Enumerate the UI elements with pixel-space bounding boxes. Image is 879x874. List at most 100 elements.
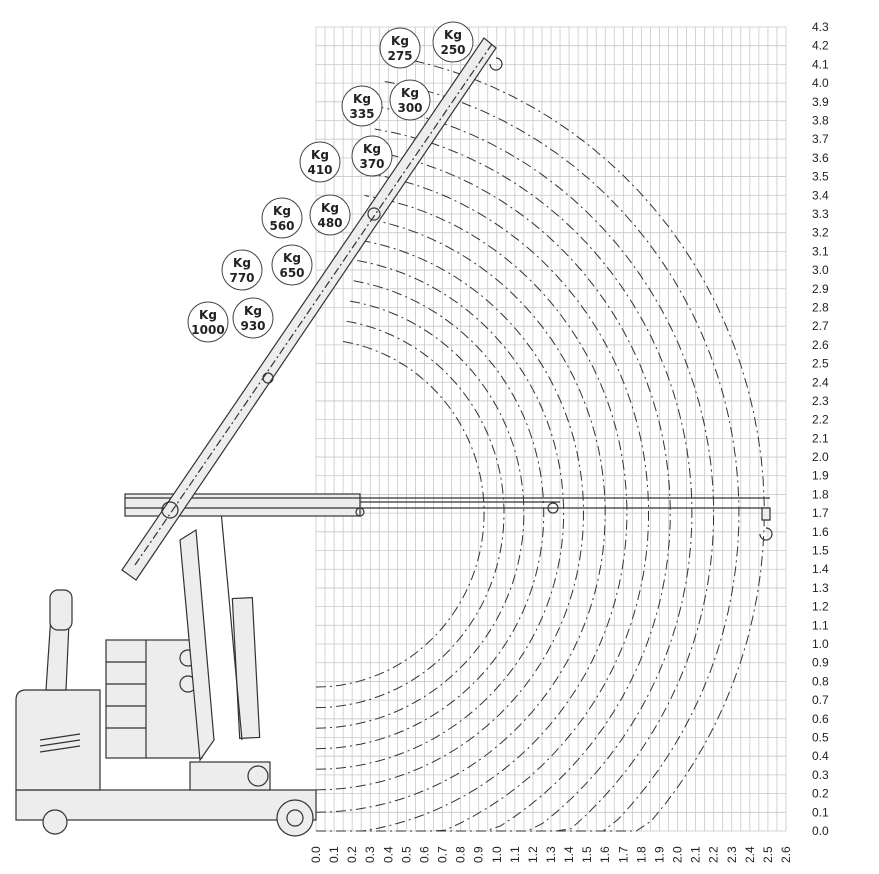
y-tick-label: 0.1 — [812, 805, 829, 819]
load-badge-circle — [351, 135, 393, 177]
x-tick-label: 2.5 — [761, 846, 775, 863]
load-badge-unit: Kg — [444, 28, 462, 42]
y-tick-label: 2.4 — [812, 375, 829, 389]
reach-arc — [315, 320, 505, 709]
load-badge-circle — [341, 85, 383, 127]
load-badge-unit: Kg — [199, 308, 217, 322]
reach-arc — [316, 54, 765, 832]
load-badge-circle — [309, 194, 351, 236]
load-badge-circle — [379, 27, 421, 69]
reach-arcs — [315, 54, 765, 832]
crane-boom-raised — [121, 37, 497, 581]
load-badge-value: 930 — [240, 319, 265, 333]
y-tick-label: 2.7 — [812, 319, 829, 333]
y-tick-label: 3.8 — [812, 113, 829, 127]
y-tick-label: 2.0 — [812, 450, 829, 464]
hook-icon — [489, 57, 503, 71]
reach-arc — [315, 239, 585, 791]
reach-arc — [316, 195, 628, 832]
y-tick-label: 3.5 — [812, 170, 829, 184]
y-tick-label: 3.2 — [812, 226, 829, 240]
x-tick-label: 0.5 — [399, 846, 413, 863]
load-badge-unit: Kg — [391, 34, 409, 48]
load-badge-value: 370 — [359, 157, 384, 171]
y-tick-label: 1.7 — [812, 506, 829, 520]
x-tick-label: 2.3 — [725, 846, 739, 863]
load-badge-value: 560 — [269, 219, 294, 233]
load-badge-value: 480 — [317, 216, 342, 230]
reach-arc — [315, 340, 485, 688]
load-badge-value: 770 — [229, 271, 254, 285]
y-tick-label: 1.3 — [812, 581, 829, 595]
hook-icon — [759, 527, 773, 541]
crane-boom-base — [124, 493, 361, 517]
y-tick-label: 1.4 — [812, 562, 829, 576]
crane-counterweight — [105, 639, 203, 759]
x-tick-label: 1.7 — [616, 846, 630, 863]
y-tick-label: 2.9 — [812, 282, 829, 296]
x-tick-label: 0.1 — [327, 846, 341, 863]
x-tick-label: 1.2 — [526, 846, 540, 863]
y-tick-label: 3.4 — [812, 188, 829, 202]
y-tick-label: 1.1 — [812, 618, 829, 632]
crane-illustration — [15, 37, 773, 837]
load-badge-circle — [232, 297, 274, 339]
load-badge-circle — [432, 21, 474, 63]
reach-arc — [315, 279, 545, 750]
reach-arc — [316, 150, 671, 832]
y-tick-label: 2.1 — [812, 431, 829, 445]
y-tick-label: 0.6 — [812, 712, 829, 726]
load-badge-circle — [299, 141, 341, 183]
y-tick-label: 2.2 — [812, 413, 829, 427]
load-badges: Kg1000Kg930Kg770Kg650Kg560Kg480Kg410Kg37… — [187, 21, 474, 343]
load-badge-unit: Kg — [321, 201, 339, 215]
y-tick-label: 3.3 — [812, 207, 829, 221]
load-badge-value: 250 — [440, 43, 465, 57]
y-tick-label: 1.8 — [812, 487, 829, 501]
load-badge-circle — [271, 244, 313, 286]
load-badge-value: 275 — [387, 49, 412, 63]
y-tick-label: 1.9 — [812, 469, 829, 483]
x-tick-label: 0.6 — [417, 846, 431, 863]
crane-front-wheel — [276, 799, 314, 837]
x-tick-label: 0.9 — [472, 846, 486, 863]
load-badge-value: 1000 — [191, 323, 224, 337]
load-badge-unit: Kg — [311, 148, 329, 162]
load-badge-unit: Kg — [244, 304, 262, 318]
x-tick-label: 1.0 — [490, 846, 504, 863]
crane-operator-body — [15, 689, 101, 791]
x-tick-label: 2.6 — [779, 846, 793, 863]
load-badge-value: 300 — [397, 101, 422, 115]
load-badge-value: 335 — [349, 107, 374, 121]
y-tick-label: 3.1 — [812, 244, 829, 258]
y-tick-label: 1.5 — [812, 544, 829, 558]
x-tick-label: 1.5 — [580, 846, 594, 863]
x-tick-label: 0.0 — [309, 846, 323, 863]
crane-mast — [179, 528, 215, 762]
y-tick-label: 0.9 — [812, 656, 829, 670]
y-axis-ticks: 0.00.10.20.30.40.50.60.70.80.91.01.11.21… — [812, 20, 829, 838]
load-badge-circle — [187, 301, 229, 343]
x-tick-label: 0.3 — [363, 846, 377, 863]
x-tick-label: 0.8 — [454, 846, 468, 863]
x-tick-label: 0.4 — [381, 846, 395, 863]
y-tick-label: 2.5 — [812, 357, 829, 371]
y-tick-label: 1.6 — [812, 525, 829, 539]
y-tick-label: 2.6 — [812, 338, 829, 352]
y-tick-label: 4.0 — [812, 76, 829, 90]
y-tick-label: 3.6 — [812, 151, 829, 165]
y-tick-label: 0.8 — [812, 674, 829, 688]
crane-rear-wheel — [42, 809, 68, 835]
x-tick-label: 0.7 — [436, 846, 450, 863]
